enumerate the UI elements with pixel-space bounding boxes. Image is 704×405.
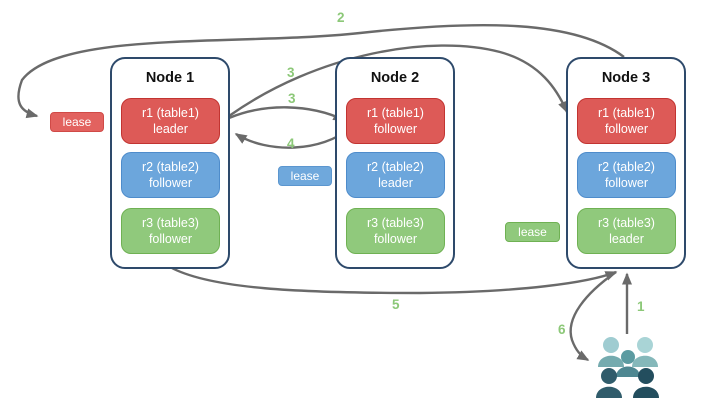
replica-role: leader: [153, 122, 188, 136]
lease-tag-blue: lease: [278, 166, 332, 186]
replica-label: r2 (table2): [367, 160, 424, 174]
node-2-replica-r1: r1 (table1) follower: [346, 98, 445, 144]
replica-label: r2 (table2): [142, 160, 199, 174]
node-3-title: Node 3: [601, 70, 651, 86]
node-3-replica-r1: r1 (table1) follower: [577, 98, 676, 144]
replica-label: r1 (table1): [142, 106, 199, 120]
node-1-title: Node 1: [145, 70, 195, 86]
replica-role: follower: [148, 176, 193, 190]
user-front-right: [633, 368, 659, 398]
arrow-6: [569, 271, 617, 362]
node-1-replica-r1: r1 (table1) leader: [121, 98, 220, 144]
arrow-label-3-upper: 3: [287, 65, 295, 80]
replica-label: r1 (table1): [367, 106, 424, 120]
replica-label: r2 (table2): [598, 160, 655, 174]
lease-tag-green: lease: [505, 222, 560, 242]
arrow-3-to-node2: [228, 106, 346, 122]
replica-label: r3 (table3): [142, 216, 199, 230]
node-2-replica-r2: r2 (table2) leader: [346, 152, 445, 198]
replica-label: r3 (table3): [367, 216, 424, 230]
node-2: Node 2 r1 (table1) follower r2 (table2) …: [335, 57, 455, 269]
node-2-replica-r3: r3 (table3) follower: [346, 208, 445, 254]
user-middle: [616, 350, 640, 377]
arrow-label-3-lower: 3: [288, 91, 296, 106]
replica-role: leader: [609, 232, 644, 246]
users-group-icon: [596, 337, 659, 398]
arrow-label-4: 4: [287, 136, 295, 151]
node-2-title: Node 2: [370, 70, 420, 86]
lease-tag-red: lease: [50, 112, 104, 132]
node-3: Node 3 r1 (table1) follower r2 (table2) …: [566, 57, 686, 269]
replica-label: r1 (table1): [598, 106, 655, 120]
arrow-label-2: 2: [337, 10, 345, 25]
arrow-5: [169, 265, 618, 295]
replica-role: leader: [378, 176, 413, 190]
user-front-left: [596, 368, 622, 398]
node-3-replica-r3: r3 (table3) leader: [577, 208, 676, 254]
node-1-replica-r2: r2 (table2) follower: [121, 152, 220, 198]
node-3-replica-r2: r2 (table2) follower: [577, 152, 676, 198]
node-1: Node 1 r1 (table1) leader r2 (table2) fo…: [110, 57, 230, 269]
replica-label: r3 (table3): [598, 216, 655, 230]
replica-role: follower: [373, 232, 418, 246]
replica-role: follower: [373, 122, 418, 136]
arrow-label-1: 1: [637, 299, 645, 314]
replica-role: follower: [148, 232, 193, 246]
user-back-left: [598, 337, 624, 367]
replica-role: follower: [604, 176, 649, 190]
arrow-label-6: 6: [558, 322, 566, 337]
replica-role: follower: [604, 122, 649, 136]
user-back-right: [632, 337, 658, 367]
arrow-label-5: 5: [392, 297, 400, 312]
node-1-replica-r3: r3 (table3) follower: [121, 208, 220, 254]
